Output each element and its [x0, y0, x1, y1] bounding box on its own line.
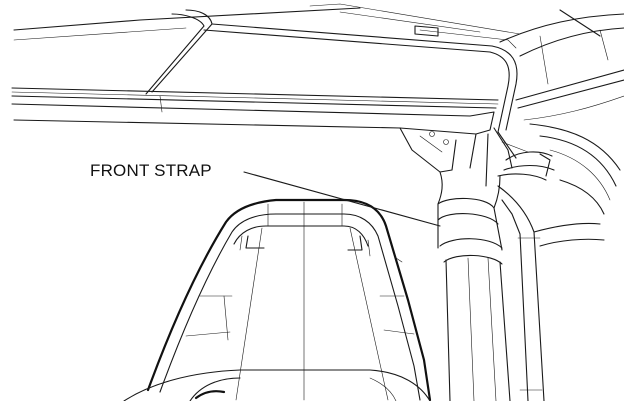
- mount-bracket: [399, 127, 555, 187]
- leader-line: [243, 171, 441, 227]
- front-strap: [437, 171, 605, 401]
- roof-panel: [11, 3, 521, 135]
- seat-back: [123, 198, 432, 401]
- upper-frame: [499, 9, 624, 215]
- callout-label: FRONT STRAP: [90, 161, 212, 180]
- callout-front-strap: FRONT STRAP: [90, 161, 441, 227]
